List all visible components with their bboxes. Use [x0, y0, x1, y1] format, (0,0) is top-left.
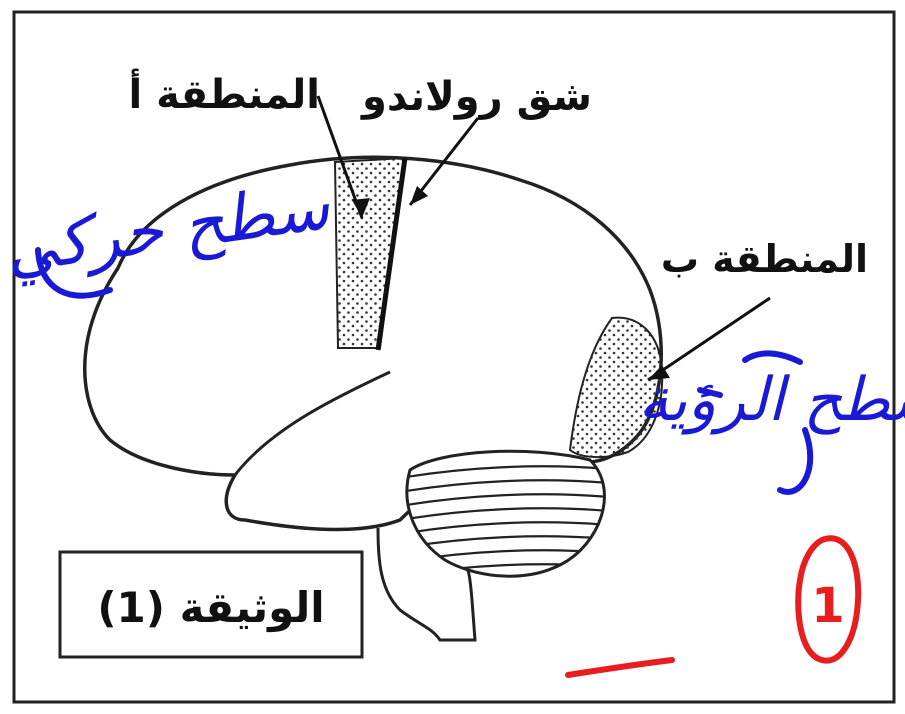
- label-region-a: المنطقة أ: [128, 68, 320, 118]
- label-region-b: المنطقة ب: [661, 237, 868, 281]
- circled-number-text: 1: [811, 578, 844, 634]
- handwritten-visual-area-text: سطح الرؤية: [638, 365, 905, 435]
- label-rolando-fissure: شق رولاندو: [360, 74, 592, 120]
- caption-text: الوثيقة (1): [97, 583, 324, 633]
